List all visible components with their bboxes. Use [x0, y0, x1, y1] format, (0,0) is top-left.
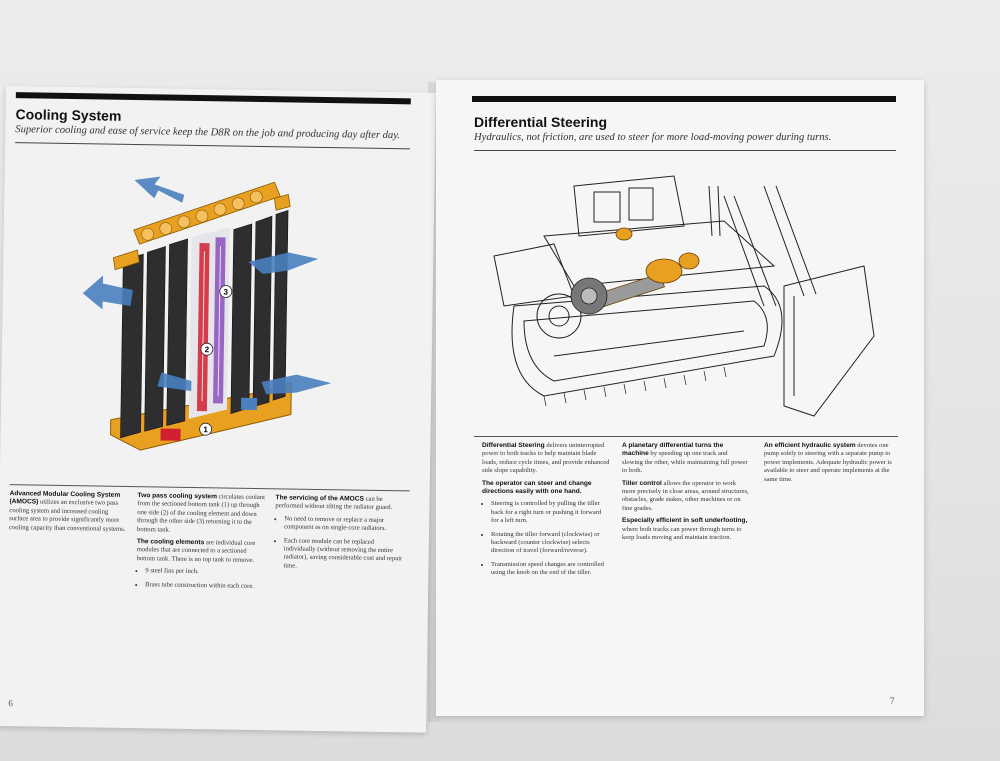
two-pass-lead: Two pass cooling system — [137, 492, 218, 501]
tiller-control-text: allows the operator to work more precise… — [622, 479, 749, 512]
diff-steering-lead: Differential Steering — [482, 442, 545, 449]
left-page-title: Cooling System — [15, 106, 122, 124]
right-page-title: Differential Steering — [474, 114, 608, 130]
cooling-elements-lead: The cooling elements — [136, 538, 205, 547]
speed-knob-bullet: Transmission speed changes are controlle… — [491, 561, 610, 578]
tiller-control-lead: Tiller control — [622, 479, 662, 487]
left-col-1: Advanced Modular Cooling System (AMOCS) … — [9, 490, 128, 538]
hydraulic-lead: An efficient hydraulic system — [764, 442, 856, 449]
right-title-rule — [472, 96, 896, 102]
right-page-subtitle: Hydraulics, not friction, are used to st… — [474, 132, 832, 143]
right-col-3: An efficient hydraulic system devotes on… — [764, 442, 892, 488]
right-page-number: 7 — [890, 696, 895, 706]
left-col-2: Two pass cooling system circulates coola… — [136, 492, 266, 596]
soft-underfooting-lead: Especially efficient in soft underfootin… — [622, 517, 748, 525]
no-remove-bullet: No need to remove or replace a major com… — [284, 515, 403, 534]
planetary-lead: A planetary differential turns the machi… — [622, 442, 724, 458]
right-col-1: Differential Steering delivers uninterru… — [482, 442, 610, 583]
left-page-subtitle: Superior cooling and ease of service kee… — [15, 124, 401, 142]
left-title-rule — [15, 92, 411, 105]
tiller-turn-bullet: Steering is controlled by pulling the ti… — [491, 500, 610, 525]
left-page: Cooling System Superior cooling and ease… — [0, 86, 436, 733]
callout-3: 3 — [223, 287, 228, 296]
core-replace-bullet: Each core module can be replaced individ… — [283, 537, 403, 572]
right-page: Differential Steering Hydraulics, not fr… — [436, 80, 924, 716]
dozer-differential-illustration — [493, 175, 875, 417]
fins-bullet: 9 steel fins per inch. — [145, 567, 264, 577]
callout-2: 2 — [205, 345, 210, 354]
diff-steering-text: delivers uninterrupted power to both tra… — [482, 442, 610, 475]
right-col-2: A planetary differential turns the machi… — [622, 442, 750, 546]
one-hand-lead: The operator can steer and change direct… — [482, 479, 592, 496]
tiller-rotate-bullet: Rotating the tiller forward (clockwise) … — [491, 531, 610, 556]
brass-tube-bullet: Brass tube construction within each core… — [145, 581, 264, 591]
left-page-number: 6 — [8, 698, 13, 709]
right-subtitle-rule — [474, 150, 896, 151]
planetary-text: by speeding up one track and slowing the… — [622, 450, 748, 475]
left-col-3: The servicing of the AMOCS can be perfor… — [274, 494, 403, 577]
hydraulic-text: devotes one pump solely to steering with… — [764, 442, 892, 483]
soft-underfooting-text: where both tracks can power through turn… — [622, 525, 742, 542]
servicing-lead: The servicing of the AMOCS — [275, 494, 365, 503]
right-columns-rule — [474, 436, 898, 437]
amocs-radiator-illustration: 3 2 1 — [82, 176, 332, 451]
callout-1: 1 — [203, 425, 208, 434]
